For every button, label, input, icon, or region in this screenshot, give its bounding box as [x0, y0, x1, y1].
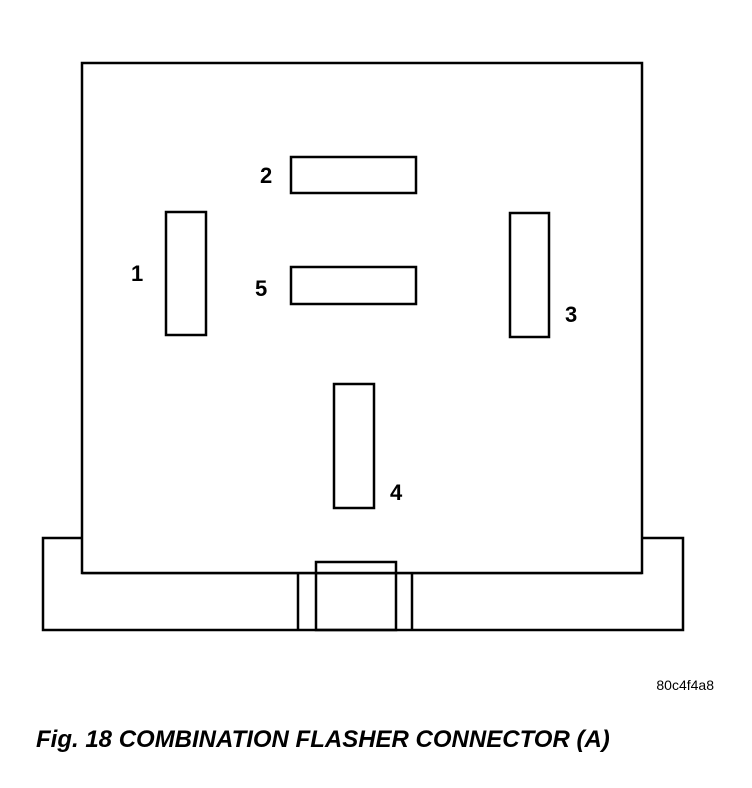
terminal-2: [289, 155, 418, 195]
connector-latch: [296, 560, 414, 632]
pin-label-2: 2: [260, 163, 272, 188]
figure-reference-code: 80c4f4a8: [656, 677, 714, 693]
pin-label-4: 4: [390, 480, 403, 505]
connector-diagram: 1 2 3 4 5: [41, 61, 685, 632]
terminal-3: [508, 211, 551, 339]
pin-label-1: 1: [131, 261, 143, 286]
connector-latch-tab: [314, 560, 398, 575]
pin-label-5: 5: [255, 276, 267, 301]
terminal-5: [289, 265, 418, 306]
pin-label-3: 3: [565, 302, 577, 327]
terminal-1: [164, 210, 208, 337]
terminal-4: [332, 382, 376, 510]
figure-caption: Fig. 18 COMBINATION FLASHER CONNECTOR (A…: [36, 726, 610, 753]
